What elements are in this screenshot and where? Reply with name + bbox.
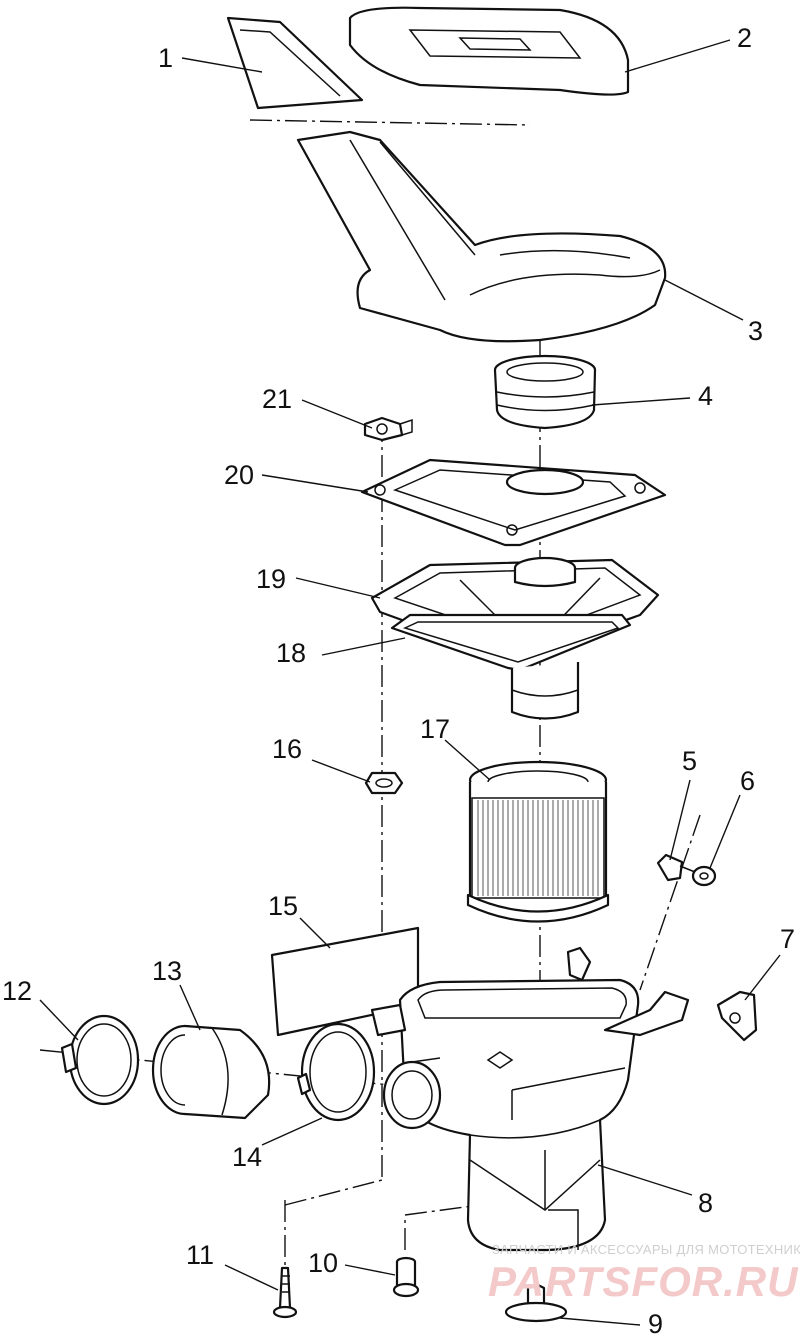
callout-18: 18 <box>276 638 306 668</box>
part-12-hose-clamp <box>60 1014 140 1106</box>
part-13-intake-sleeve <box>151 1024 271 1120</box>
callout-21: 21 <box>262 384 292 414</box>
part-21-wing-nut <box>363 416 413 442</box>
part-2-cover-pad <box>348 6 630 96</box>
part-7-clip-bracket <box>716 990 758 1042</box>
callout-14: 14 <box>232 1142 262 1172</box>
watermark-brand: PARTSFOR.RU <box>488 1258 799 1305</box>
callout-13: 13 <box>152 956 182 986</box>
callout-12: 12 <box>2 976 32 1006</box>
part-5-bolt <box>656 853 696 882</box>
watermark-tagline: ЗАПЧАСТИ И АКСЕССУАРЫ ДЛЯ МОТОТЕХНИКИ <box>492 1242 800 1257</box>
callout-2: 2 <box>737 23 752 53</box>
watermark: ЗАПЧАСТИ И АКСЕССУАРЫ ДЛЯ МОТОТЕХНИКИ PA… <box>488 1242 800 1305</box>
callout-5: 5 <box>682 746 697 776</box>
callout-9: 9 <box>648 1309 663 1336</box>
callout-20: 20 <box>224 460 254 490</box>
part-6-washer <box>691 865 717 887</box>
callout-4: 4 <box>698 381 713 411</box>
callout-7: 7 <box>780 924 795 954</box>
part-11-long-bolt <box>272 1266 298 1319</box>
part-10-grommet <box>392 1256 420 1298</box>
callout-8: 8 <box>698 1188 713 1218</box>
callout-19: 19 <box>256 564 286 594</box>
part-17-air-filter <box>466 760 610 923</box>
lid-outlet-tube <box>510 662 580 720</box>
callout-15: 15 <box>268 891 298 921</box>
callout-10: 10 <box>308 1248 338 1278</box>
callout-labels: 1 2 3 4 5 6 7 8 9 10 11 12 13 14 15 16 1… <box>2 23 795 1336</box>
part-1-seal-flap <box>226 16 364 110</box>
callout-6: 6 <box>740 766 755 796</box>
callout-16: 16 <box>272 734 302 764</box>
part-4-boot-coupler <box>493 354 597 430</box>
part-16-nut <box>364 771 404 795</box>
callout-1: 1 <box>158 43 173 73</box>
part-8-airbox-body <box>370 946 690 1252</box>
leader-lines <box>39 39 781 1326</box>
callout-11: 11 <box>186 1240 214 1270</box>
part-3-intake-duct <box>296 130 667 343</box>
part-20-top-gasket-plate <box>360 458 667 547</box>
callout-17: 17 <box>420 714 450 744</box>
part-18-lid-gasket <box>390 613 632 672</box>
part-14-clamp-ring <box>296 1022 376 1122</box>
filter-pleats <box>477 800 599 896</box>
callout-3: 3 <box>748 316 763 346</box>
part-9-drain-valve <box>504 1282 568 1323</box>
